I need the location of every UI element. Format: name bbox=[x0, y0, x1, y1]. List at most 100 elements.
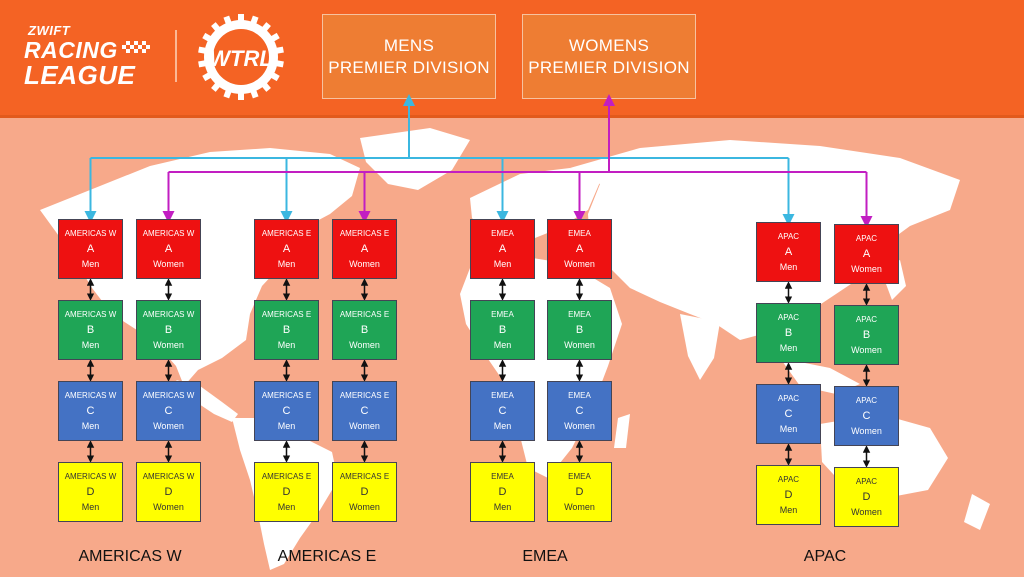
division-region: APAC bbox=[855, 477, 878, 486]
division-tier: D bbox=[784, 489, 793, 501]
header-bar bbox=[0, 0, 1024, 118]
division-gender: Women bbox=[153, 259, 184, 269]
division-tier: A bbox=[498, 243, 507, 255]
division-gender: Men bbox=[493, 502, 512, 512]
division-tier: B bbox=[86, 324, 95, 336]
division-tier: C bbox=[498, 405, 507, 417]
division-region: APAC bbox=[777, 394, 800, 403]
division-gender: Men bbox=[277, 340, 296, 350]
division-region: AMERICAS W bbox=[64, 391, 117, 400]
division-region: AMERICAS E bbox=[339, 229, 390, 238]
division-gender: Women bbox=[564, 340, 595, 350]
division-region: APAC bbox=[855, 396, 878, 405]
division-gender: Men bbox=[493, 259, 512, 269]
division-region: AMERICAS E bbox=[261, 310, 312, 319]
division-region: AMERICAS E bbox=[339, 391, 390, 400]
division-region: AMERICAS W bbox=[64, 229, 117, 238]
division-gender: Men bbox=[779, 262, 798, 272]
division-region: AMERICAS W bbox=[64, 472, 117, 481]
logo-divider bbox=[175, 30, 177, 82]
division-tier: B bbox=[575, 324, 584, 336]
division-gender: Women bbox=[564, 259, 595, 269]
division-tier: A bbox=[282, 243, 291, 255]
mens-premier-line2: PREMIER DIVISION bbox=[328, 57, 490, 77]
division-box: EMEA B Men bbox=[470, 300, 535, 360]
division-tier: C bbox=[360, 405, 369, 417]
division-region: EMEA bbox=[568, 229, 591, 238]
wtrl-logo-text: WTRL bbox=[209, 46, 273, 71]
division-tier: C bbox=[282, 405, 291, 417]
division-box: AMERICAS E B Women bbox=[332, 300, 397, 360]
division-gender: Women bbox=[851, 345, 882, 355]
division-gender: Women bbox=[349, 259, 380, 269]
division-tier: B bbox=[784, 327, 793, 339]
division-region: EMEA bbox=[491, 391, 514, 400]
division-region: EMEA bbox=[491, 310, 514, 319]
division-tier: D bbox=[862, 491, 871, 503]
wtrl-logo: WTRL bbox=[198, 14, 284, 100]
region-label: AMERICAS E bbox=[277, 548, 377, 565]
division-region: AMERICAS E bbox=[339, 310, 390, 319]
division-gender: Men bbox=[81, 259, 100, 269]
division-box: EMEA D Men bbox=[470, 462, 535, 522]
division-tier: C bbox=[575, 405, 584, 417]
division-tier: B bbox=[360, 324, 369, 336]
division-gender: Men bbox=[493, 340, 512, 350]
womens-premier-line2: PREMIER DIVISION bbox=[528, 57, 690, 77]
division-tier: D bbox=[86, 486, 95, 498]
division-region: APAC bbox=[855, 315, 878, 324]
division-tier: B bbox=[164, 324, 173, 336]
division-gender: Women bbox=[153, 340, 184, 350]
division-region: EMEA bbox=[568, 310, 591, 319]
division-tier: D bbox=[498, 486, 507, 498]
division-tier: A bbox=[360, 243, 369, 255]
logo-league-text: LEAGUE bbox=[24, 60, 136, 90]
division-tier: C bbox=[86, 405, 95, 417]
division-gender: Men bbox=[81, 340, 100, 350]
division-region: EMEA bbox=[491, 472, 514, 481]
division-gender: Women bbox=[349, 340, 380, 350]
division-gender: Women bbox=[153, 421, 184, 431]
division-region: AMERICAS W bbox=[142, 391, 195, 400]
division-gender: Men bbox=[81, 502, 100, 512]
division-gender: Women bbox=[851, 426, 882, 436]
division-region: APAC bbox=[777, 313, 800, 322]
division-box: EMEA B Women bbox=[547, 300, 612, 360]
region-label: AMERICAS W bbox=[78, 548, 182, 565]
division-tier: D bbox=[282, 486, 291, 498]
womens-premier-division-box: WOMENS PREMIER DIVISION bbox=[522, 14, 696, 99]
division-region: APAC bbox=[777, 475, 800, 484]
division-box: APAC B Women bbox=[834, 305, 899, 365]
division-region: AMERICAS E bbox=[261, 472, 312, 481]
division-region: AMERICAS E bbox=[261, 391, 312, 400]
division-tier: C bbox=[164, 405, 173, 417]
division-region: AMERICAS W bbox=[142, 472, 195, 481]
division-gender: Men bbox=[81, 421, 100, 431]
division-box: AMERICAS W C Men bbox=[58, 381, 123, 441]
division-gender: Women bbox=[851, 507, 882, 517]
division-tier: B bbox=[498, 324, 507, 336]
logo-racing-text: RACING bbox=[24, 37, 118, 63]
division-gender: Women bbox=[349, 502, 380, 512]
division-tier: B bbox=[862, 329, 871, 341]
region-label: APAC bbox=[803, 548, 847, 565]
division-region: EMEA bbox=[568, 472, 591, 481]
division-box: APAC D Women bbox=[834, 467, 899, 527]
